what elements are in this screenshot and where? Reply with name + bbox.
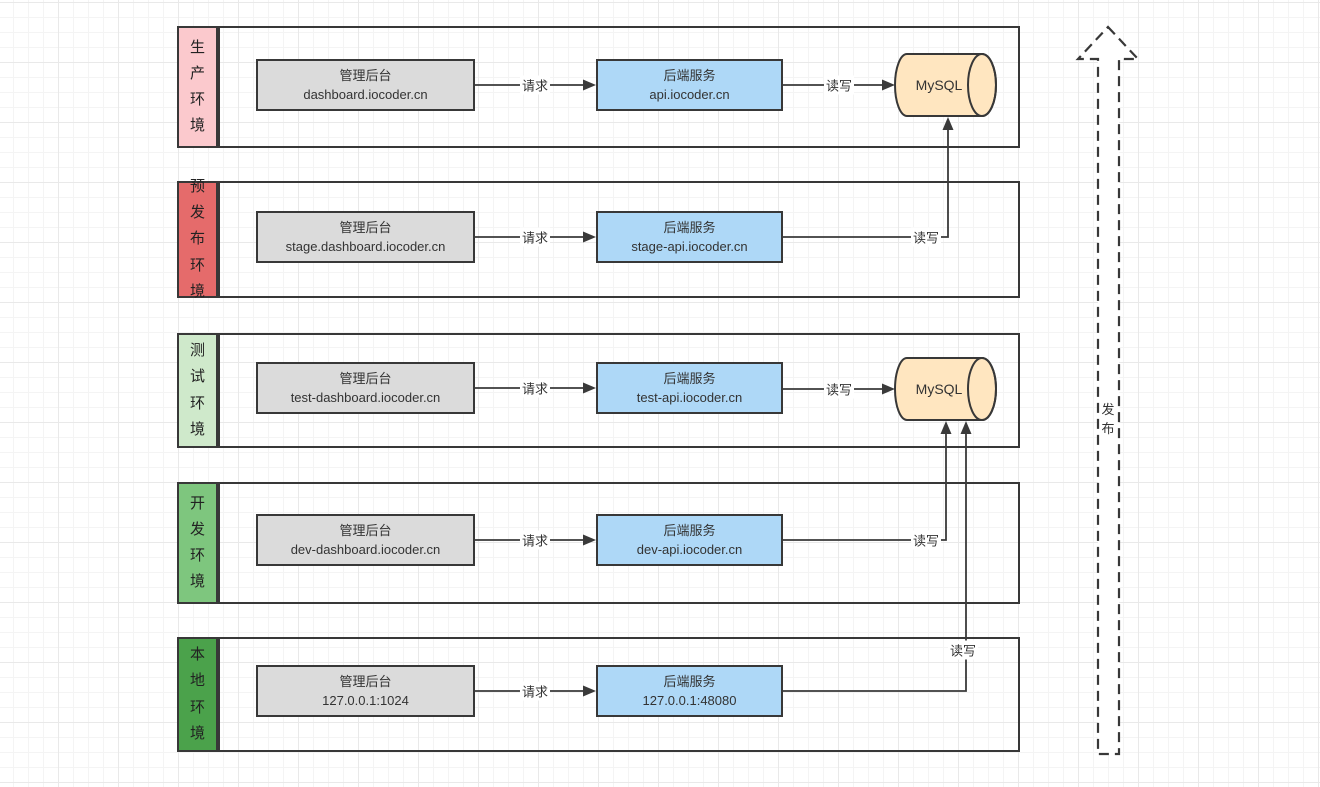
env-label-production: 生产环境 <box>177 26 218 148</box>
node-host: test-dashboard.iocoder.cn <box>290 390 441 405</box>
edge-label-readwrite: 读写 <box>823 379 855 399</box>
node-title: 管理后台 <box>339 370 392 386</box>
node-host: stage-api.iocoder.cn <box>631 239 748 254</box>
node-backend-testing: 后端服务 test-api.iocoder.cn <box>596 362 783 414</box>
env-label-local: 本地环境 <box>177 637 218 752</box>
edge-label-readwrite: 读写 <box>910 530 942 550</box>
env-label-testing: 测试环境 <box>177 333 218 448</box>
edge-label-request: 请求 <box>519 227 551 247</box>
node-admin-local: 管理后台 127.0.0.1:1024 <box>256 665 475 717</box>
node-admin-staging: 管理后台 stage.dashboard.iocoder.cn <box>256 211 475 263</box>
env-label-text: 预发布环境 <box>189 177 205 300</box>
env-label-text: 开发环境 <box>189 494 205 591</box>
edge-label-request: 请求 <box>519 681 551 701</box>
env-label-development: 开发环境 <box>177 482 218 604</box>
node-title: 后端服务 <box>663 370 716 386</box>
edge-label-request: 请求 <box>519 75 551 95</box>
env-label-text: 本地环境 <box>189 646 205 742</box>
arrowheads <box>583 79 972 697</box>
node-host: test-api.iocoder.cn <box>636 390 743 405</box>
readwrite-path-development <box>783 432 947 541</box>
node-backend-local: 后端服务 127.0.0.1:48080 <box>596 665 783 717</box>
node-admin-development: 管理后台 dev-dashboard.iocoder.cn <box>256 514 475 566</box>
node-title: 后端服务 <box>663 219 716 235</box>
node-title: 管理后台 <box>339 673 392 689</box>
publish-arrow <box>1075 25 1141 756</box>
node-host: 127.0.0.1:1024 <box>322 693 409 708</box>
node-backend-staging: 后端服务 stage-api.iocoder.cn <box>596 211 783 263</box>
env-label-text: 生产环境 <box>189 38 205 135</box>
env-container-production <box>218 26 1020 148</box>
node-title: 管理后台 <box>339 219 392 235</box>
mysql-cylinder-production <box>894 53 997 117</box>
env-container-development <box>218 482 1020 604</box>
node-admin-production: 管理后台 dashboard.iocoder.cn <box>256 59 475 111</box>
node-host: stage.dashboard.iocoder.cn <box>285 239 446 254</box>
node-title: 后端服务 <box>663 67 716 83</box>
node-host: dev-dashboard.iocoder.cn <box>290 542 441 557</box>
env-label-staging: 预发布环境 <box>177 178 218 300</box>
node-backend-production: 后端服务 api.iocoder.cn <box>596 59 783 111</box>
node-host: api.iocoder.cn <box>649 87 730 102</box>
readwrite-path-staging <box>783 129 949 238</box>
node-host: dashboard.iocoder.cn <box>303 87 428 102</box>
env-container-staging <box>218 181 1020 298</box>
node-title: 管理后台 <box>339 522 392 538</box>
edge-label-readwrite: 读写 <box>823 75 855 95</box>
node-host: 127.0.0.1:48080 <box>642 693 737 708</box>
edge-label-request: 请求 <box>519 378 551 398</box>
node-admin-testing: 管理后台 test-dashboard.iocoder.cn <box>256 362 475 414</box>
env-container-local <box>218 637 1020 752</box>
mysql-label-production: MySQL <box>915 77 963 93</box>
edge-label-request: 请求 <box>519 530 551 550</box>
env-label-text: 测试环境 <box>189 342 205 438</box>
publish-arrow-label: 发布 <box>1099 400 1117 440</box>
node-host: dev-api.iocoder.cn <box>636 542 743 557</box>
node-backend-development: 后端服务 dev-api.iocoder.cn <box>596 514 783 566</box>
readwrite-path-local <box>783 432 967 692</box>
env-container-testing <box>218 333 1020 448</box>
edge-label-readwrite: 读写 <box>947 640 979 660</box>
mysql-label-testing: MySQL <box>915 381 963 397</box>
edge-label-readwrite: 读写 <box>910 227 942 247</box>
mysql-cylinder-testing <box>894 357 997 421</box>
node-title: 管理后台 <box>339 67 392 83</box>
node-title: 后端服务 <box>663 673 716 689</box>
node-title: 后端服务 <box>663 522 716 538</box>
